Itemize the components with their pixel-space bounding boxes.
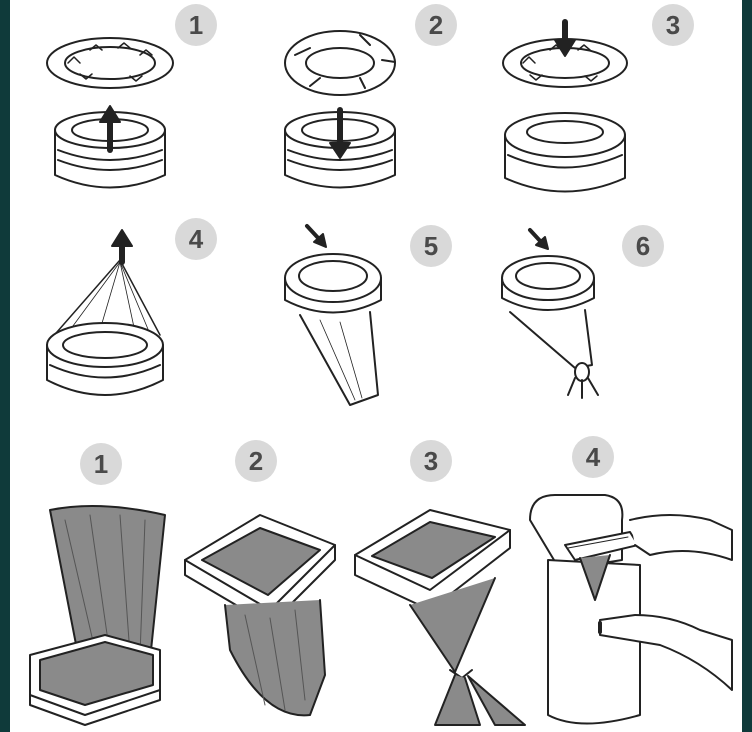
top-step-1-illustration: [46, 37, 174, 189]
step-badge-top-6: 6: [622, 225, 664, 267]
bottom-step-4-illustration: [529, 494, 733, 725]
step-badge-top-1: 1: [175, 4, 217, 46]
bottom-step-1-illustration: [29, 505, 166, 726]
step-badge-top-3: 3: [652, 4, 694, 46]
bottom-step-2-illustration: [184, 514, 336, 717]
instruction-panel: 1 2 3 4 5 6 1 2 3 4: [10, 0, 742, 732]
step-badge-top-2: 2: [415, 4, 457, 46]
step-badge-bottom-4: 4: [572, 436, 614, 478]
step-badge-top-5: 5: [410, 225, 452, 267]
top-step-4-illustration: [46, 229, 164, 396]
top-step-5-illustration: [284, 224, 382, 406]
step-badge-bottom-3: 3: [410, 440, 452, 482]
top-step-2-illustration: [284, 30, 396, 189]
step-badge-top-4: 4: [175, 218, 217, 260]
top-step-3-illustration: [502, 19, 628, 193]
illustration-canvas: [29, 19, 733, 726]
step-badge-bottom-1: 1: [80, 443, 122, 485]
bottom-step-3-illustration: [354, 509, 526, 726]
top-step-6-illustration: [501, 228, 599, 399]
step-badge-bottom-2: 2: [235, 440, 277, 482]
